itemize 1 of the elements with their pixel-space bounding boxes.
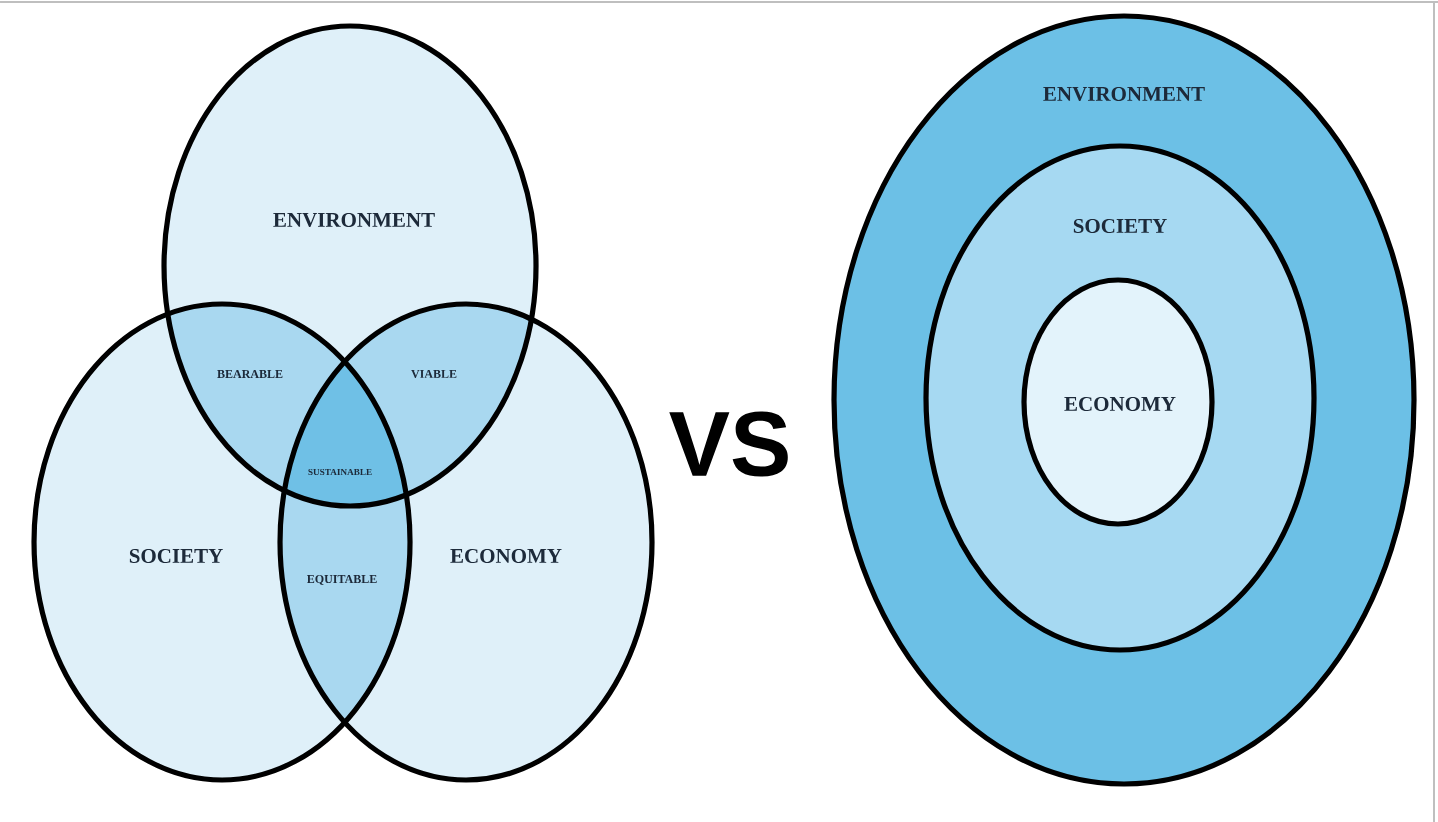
vs-label: VS	[669, 411, 788, 477]
